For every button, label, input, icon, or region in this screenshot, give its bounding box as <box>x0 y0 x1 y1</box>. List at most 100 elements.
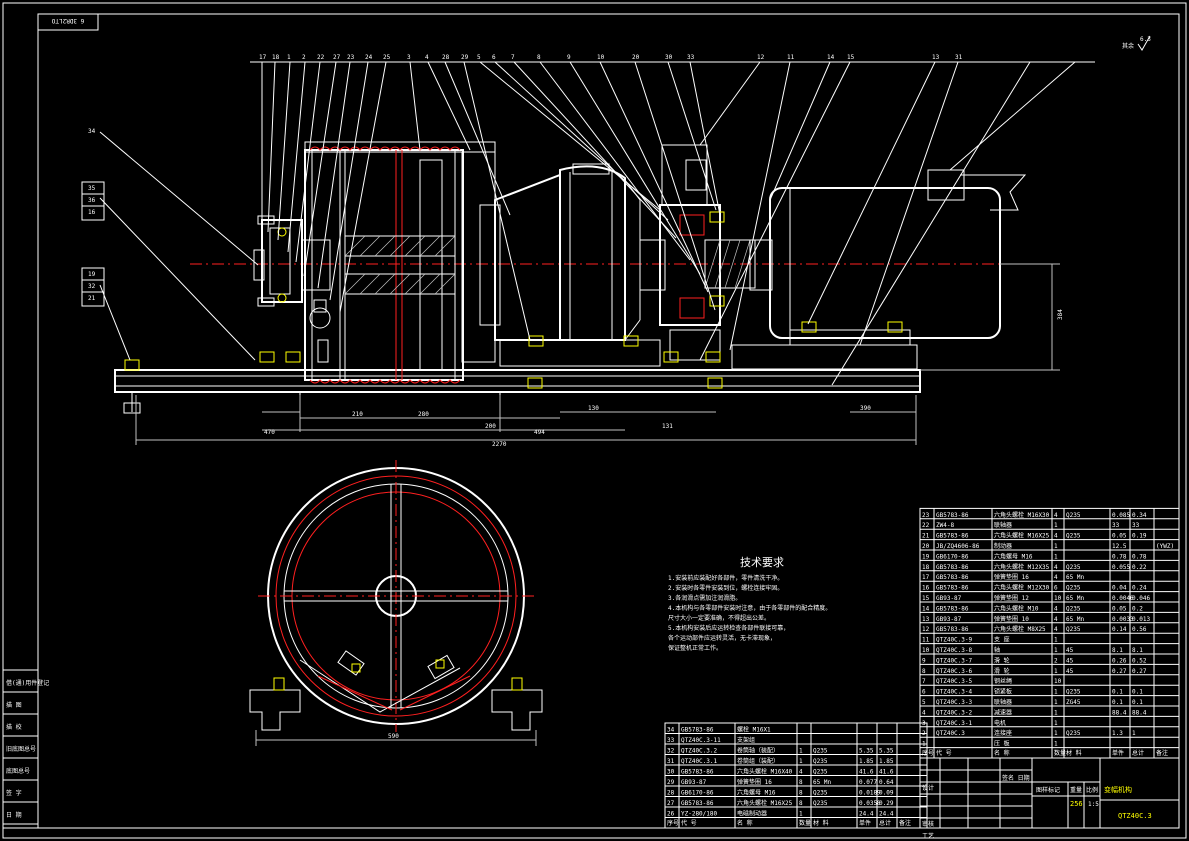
table-cell: 六角头螺栓 M16X30 <box>994 511 1050 519</box>
table-cell: 17 <box>922 574 930 581</box>
callout-13: 13 <box>932 54 940 61</box>
table-cell: 1 <box>799 758 803 765</box>
callout-31: 31 <box>955 54 963 61</box>
table-cell: 1 <box>1054 730 1058 737</box>
table-header: 代 号 <box>936 749 952 757</box>
table-cell: 41.6 <box>859 769 874 776</box>
table-cell: 滑 轮 <box>994 667 1010 675</box>
table-cell: 13 <box>922 616 930 623</box>
table-cell: Q235 <box>813 790 828 797</box>
table-header: 材 料 <box>1066 749 1082 757</box>
table-cell: 0.046 <box>1132 595 1150 602</box>
table-cell: 0.22 <box>1132 564 1147 571</box>
table-cell: 连接座 <box>994 729 1012 737</box>
motor <box>769 187 1001 339</box>
callout-8: 8 <box>537 54 541 61</box>
table-cell: 1 <box>1054 647 1058 654</box>
callout-23: 23 <box>347 54 355 61</box>
table-cell: 4 <box>1054 626 1058 633</box>
table-cell: GB5783-86 <box>936 585 969 592</box>
table-cell: 1.3 <box>1112 730 1123 737</box>
callout-left-16: 16 <box>88 209 96 216</box>
table-cell: QTZ40C.3-7 <box>936 657 973 664</box>
table-cell: Q235 <box>813 748 828 755</box>
table-cell: QTZ40C.3-9 <box>936 637 973 644</box>
table-cell: 10 <box>1054 595 1062 602</box>
table-cell: Q235 <box>1066 512 1081 519</box>
corner-stamp-box <box>37 13 99 31</box>
callout-3: 3 <box>407 54 411 61</box>
table-cell: Q235 <box>1066 626 1081 633</box>
table-cell: 1 <box>1054 637 1058 644</box>
dim-side-width: 590 <box>388 733 399 740</box>
table-cell: 9 <box>922 657 926 664</box>
table-cell: GB5783-86 <box>681 769 714 776</box>
callout-27: 27 <box>333 54 341 61</box>
callout-left-19: 19 <box>88 271 96 278</box>
tech-line: 4.本机构与各零部件安装时注意，由于各零部件的配合精度。 <box>668 604 831 612</box>
table-cell: 4 <box>1054 564 1058 571</box>
table-cell: 支架组 <box>737 736 755 744</box>
table-cell: 0.52 <box>1132 657 1147 664</box>
table-cell: 0.0189 <box>859 790 881 797</box>
table-cell: 螺栓 M16X1 <box>737 726 771 734</box>
table-cell: 8 <box>922 668 926 675</box>
table-cell: Q235 <box>1066 585 1081 592</box>
table-cell: 0.19 <box>1132 533 1147 540</box>
left-stamp-label: 底图总号 <box>6 767 30 775</box>
table-cell: QTZ40C.3.1 <box>681 758 718 765</box>
table-cell: 1 <box>1054 720 1058 727</box>
table-header: 名 称 <box>737 819 753 827</box>
callout-20: 20 <box>632 54 640 61</box>
callout-5: 5 <box>477 54 481 61</box>
callout-left-35: 35 <box>88 185 96 192</box>
table-cell: QTZ40C.3-8 <box>936 647 973 654</box>
table-cell: 33 <box>1112 522 1120 529</box>
table-cell: 六角头螺栓 M12X30 <box>994 584 1050 592</box>
table-cell: 0.0046 <box>1112 595 1134 602</box>
title-block: 变幅机构 QTZ40C.3 图样标记 重量 比例 256 1:5 签名 日期 设… <box>919 757 1180 840</box>
table-cell: 1 <box>1054 709 1058 716</box>
callout-9: 9 <box>567 54 571 61</box>
table-cell: 8.1 <box>1112 647 1123 654</box>
table-cell: 24.4 <box>879 811 894 818</box>
dim-131: 131 <box>662 423 673 430</box>
rope-bottom <box>309 379 461 384</box>
tech-line: 1.安装前应装配好各部件，零件清洗干净。 <box>668 574 783 582</box>
table-cell: 1.85 <box>859 758 874 765</box>
table-cell: 0.14 <box>1112 626 1127 633</box>
inner-frame <box>37 13 1180 829</box>
table-cell: 8 <box>799 800 803 807</box>
reducer <box>494 173 561 341</box>
table-cell: 4 <box>922 709 926 716</box>
table-cell: 45 <box>1066 657 1074 664</box>
table-cell: Q235 <box>1066 605 1081 612</box>
table-cell: 1 <box>1054 699 1058 706</box>
table-cell: 支 座 <box>994 636 1010 644</box>
table-cell: 4 <box>1054 574 1058 581</box>
table-cell: 弹簧垫圈 16 <box>737 778 772 786</box>
table-cell: 12 <box>922 626 930 633</box>
table-header: 序号 <box>667 819 679 827</box>
table-cell: 65 Mn <box>813 779 831 786</box>
dim-494: 494 <box>534 429 545 436</box>
table-cell: 45 <box>1066 647 1074 654</box>
table-cell: 8 <box>799 790 803 797</box>
table-cell: 5 <box>922 699 926 706</box>
table-cell: 22 <box>922 522 930 529</box>
left-stamp-label: 借(通)用件登记 <box>6 679 49 687</box>
callout-24: 24 <box>365 54 373 61</box>
table-cell: 电机 <box>994 719 1006 727</box>
table-cell: 65 Mn <box>1066 616 1084 623</box>
dim-390: 390 <box>860 405 871 412</box>
table-header: 备注 <box>1156 749 1168 757</box>
table-cell: 轴 <box>994 646 1000 654</box>
callout-25: 25 <box>383 54 391 61</box>
table-cell: GB6170-86 <box>936 553 969 560</box>
table-cell: Q235 <box>813 758 828 765</box>
table-cell: 4 <box>1054 616 1058 623</box>
table-cell: 0.78 <box>1112 553 1127 560</box>
table-cell: 32 <box>667 748 675 755</box>
base-frame <box>114 369 921 393</box>
